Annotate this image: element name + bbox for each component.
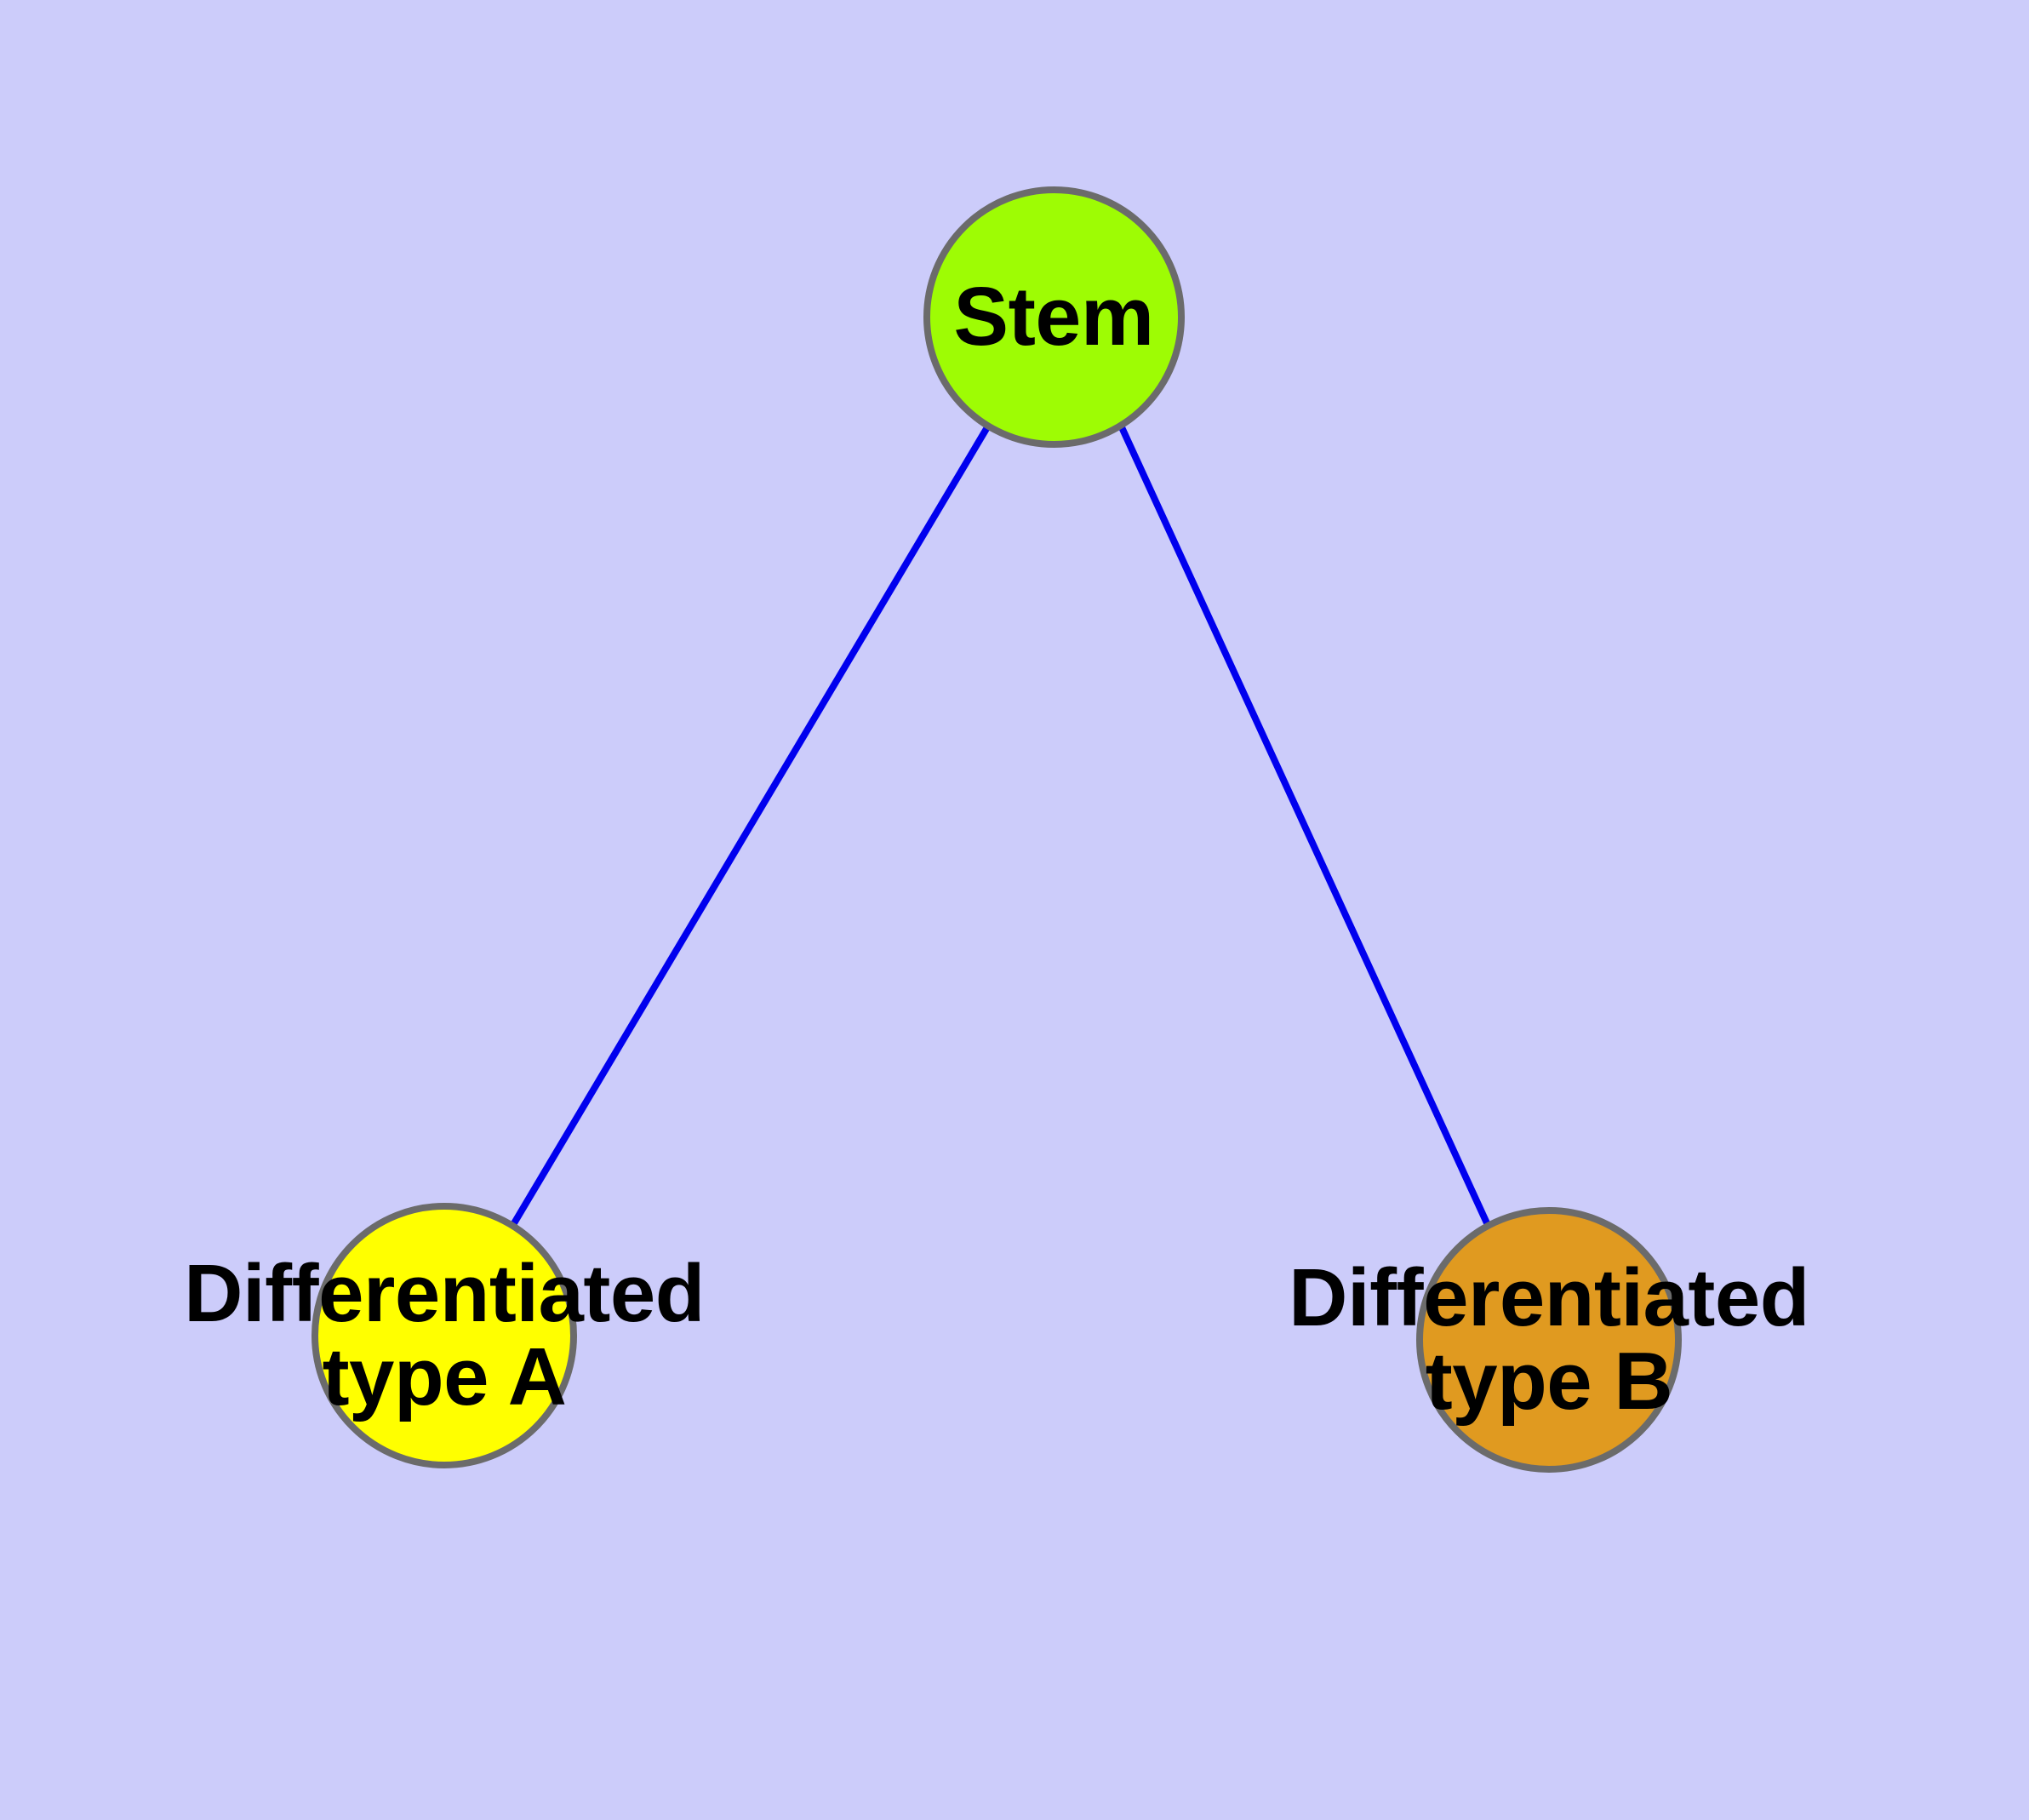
node-stem[interactable] [923,186,1185,448]
node-label-differentiated-type-b: Differentiated type B [1289,1252,1809,1427]
edge-stem-to-differentiated-type-a[interactable] [511,425,991,1226]
node-label-differentiated-type-a: Differentiated type A [184,1248,705,1422]
node-differentiated-type-a[interactable] [311,1203,577,1468]
node-label-stem: Stem [953,269,1154,363]
edge-stem-to-differentiated-type-b[interactable] [1118,426,1491,1227]
node-differentiated-type-b[interactable] [1416,1207,1682,1473]
